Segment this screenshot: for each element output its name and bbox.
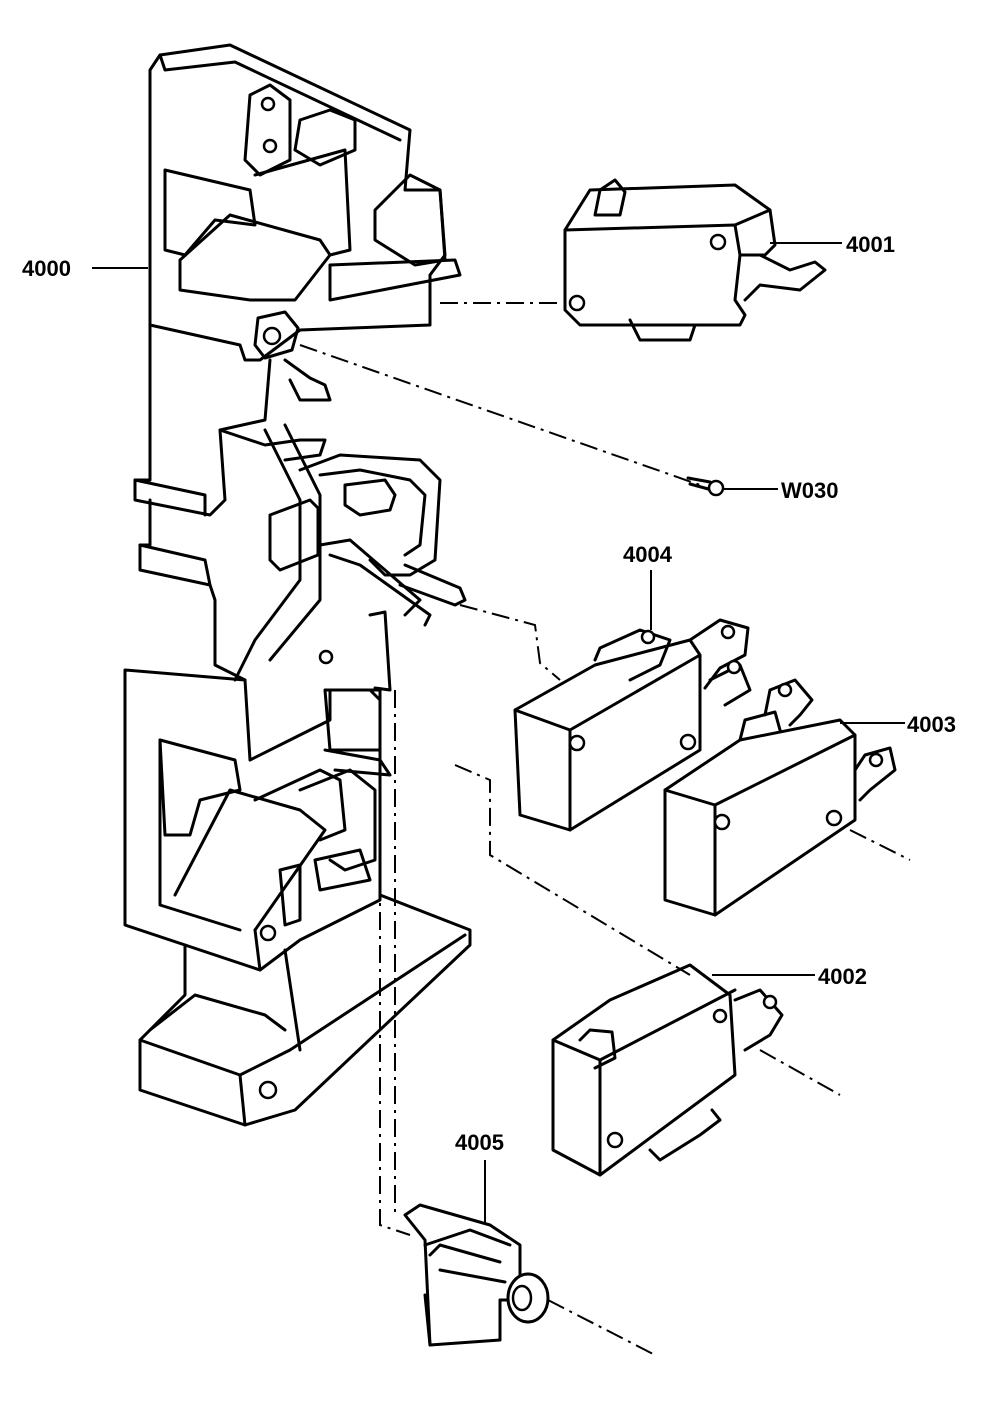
switch-4002 xyxy=(551,963,784,1177)
label-4005: 4005 xyxy=(455,1130,504,1155)
assembly-lines xyxy=(299,302,911,1356)
label-4003: 4003 xyxy=(907,712,956,737)
label-4001: 4001 xyxy=(846,232,895,257)
switch-4003 xyxy=(663,678,897,917)
switch-4001 xyxy=(563,178,827,342)
label-4000: 4000 xyxy=(22,256,71,281)
screw-w030 xyxy=(686,476,725,497)
label-w030: W030 xyxy=(781,478,838,503)
label-4004: 4004 xyxy=(623,542,673,567)
switch-4004 xyxy=(513,618,752,832)
latch-4005 xyxy=(403,1203,550,1347)
door-switch-bracket xyxy=(123,43,472,1127)
label-4002: 4002 xyxy=(818,964,867,989)
